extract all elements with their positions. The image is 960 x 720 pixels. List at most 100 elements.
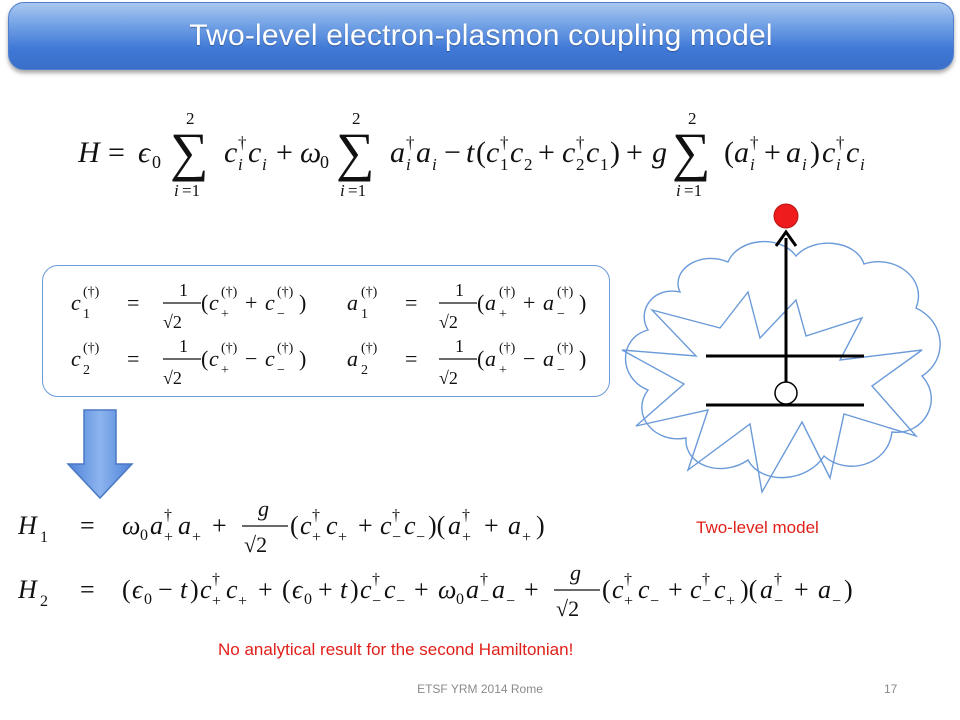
svg-text:+: +: [624, 593, 633, 610]
svg-text:c: c: [822, 136, 835, 169]
svg-text:−: −: [774, 593, 783, 610]
svg-text:−: −: [245, 346, 257, 371]
title-bar: Two-level electron-plasmon coupling mode…: [8, 2, 954, 70]
svg-text:a: a: [178, 511, 191, 540]
svg-text:=: =: [127, 290, 139, 315]
page-title: Two-level electron-plasmon coupling mode…: [189, 19, 773, 52]
svg-text:−: −: [277, 363, 285, 378]
svg-text:c: c: [612, 575, 624, 604]
svg-text:−: −: [480, 593, 489, 610]
svg-text:a: a: [485, 346, 496, 371]
svg-text:): ): [299, 290, 306, 315]
svg-text:a: a: [347, 346, 358, 371]
explosion-shape: [621, 290, 923, 495]
svg-text:1: 1: [179, 280, 188, 300]
svg-text:c: c: [714, 575, 726, 604]
svg-text:(†): (†): [277, 285, 294, 300]
svg-text:1: 1: [40, 529, 48, 546]
svg-text:√2: √2: [556, 596, 579, 621]
svg-text:+: +: [499, 363, 507, 378]
svg-text:1: 1: [500, 155, 509, 174]
svg-text:i: i: [750, 155, 755, 174]
diagram-caption: Two-level model: [696, 518, 819, 537]
svg-text:†: †: [750, 133, 759, 152]
svg-text:c: c: [638, 575, 650, 604]
svg-text:): ): [190, 575, 199, 604]
svg-text:0: 0: [304, 591, 312, 608]
svg-text:+: +: [221, 363, 229, 378]
svg-text:†: †: [774, 571, 782, 588]
electron-dot: [773, 203, 799, 229]
svg-text:−: −: [650, 593, 659, 610]
svg-text:): ): [610, 136, 620, 169]
svg-text:(: (: [602, 575, 611, 604]
svg-text:a: a: [760, 575, 773, 604]
svg-text:i: i: [432, 155, 437, 174]
svg-text:(†): (†): [277, 341, 294, 356]
svg-text:c: c: [226, 575, 238, 604]
svg-text:c: c: [486, 136, 499, 169]
svg-text:(†): (†): [557, 285, 574, 300]
svg-text:1: 1: [455, 336, 464, 356]
svg-text:=: =: [80, 511, 95, 540]
svg-text:√2: √2: [439, 368, 458, 388]
svg-text:ω: ω: [438, 575, 456, 604]
svg-text:i: i: [676, 181, 681, 200]
svg-text:1: 1: [361, 307, 368, 322]
svg-text:+: +: [276, 136, 293, 169]
svg-text:−: −: [506, 593, 515, 610]
svg-text:(†): (†): [499, 285, 516, 300]
svg-text:ω: ω: [300, 136, 321, 169]
svg-text:∑: ∑: [672, 122, 711, 182]
svg-text:c: c: [209, 290, 219, 315]
svg-text:(†): (†): [499, 341, 516, 356]
svg-text:a: a: [347, 290, 358, 315]
svg-text:H: H: [18, 575, 38, 604]
svg-text:+: +: [414, 575, 429, 604]
svg-text:ϵ: ϵ: [292, 575, 304, 604]
svg-text:a: a: [492, 575, 505, 604]
svg-text:−: −: [277, 307, 285, 322]
svg-text:√2: √2: [439, 312, 458, 332]
svg-text:c: c: [248, 136, 261, 169]
svg-text:+: +: [258, 575, 273, 604]
svg-text:a: a: [543, 346, 554, 371]
svg-text:i: i: [262, 155, 267, 174]
svg-text:−: −: [832, 593, 841, 610]
svg-text:a: a: [543, 290, 554, 315]
svg-text:i: i: [340, 181, 345, 200]
svg-text:+: +: [358, 511, 373, 540]
svg-text:†: †: [372, 571, 380, 588]
svg-text:+: +: [726, 593, 735, 610]
svg-text:2: 2: [576, 155, 585, 174]
svg-text:†: †: [576, 133, 585, 152]
svg-text:2: 2: [186, 109, 195, 128]
svg-text:c: c: [510, 136, 523, 169]
svg-text:1: 1: [600, 155, 609, 174]
note-text: No analytical result for the second Hami…: [218, 640, 574, 659]
svg-text:−: −: [702, 593, 711, 610]
svg-text:a: a: [150, 511, 163, 540]
svg-text:+: +: [523, 290, 535, 315]
transformation-equations: c(†)1 = 1 √2 ( c(†)+ + c(†)− ) a(†)1 = 1…: [71, 280, 586, 388]
svg-text:): ): [579, 346, 586, 371]
svg-text:c: c: [200, 575, 212, 604]
svg-text:+: +: [764, 136, 781, 169]
svg-text:(: (: [477, 346, 484, 371]
svg-text:(: (: [477, 290, 484, 315]
svg-text:†: †: [702, 571, 710, 588]
svg-text:+: +: [522, 529, 531, 546]
svg-text:†: †: [480, 571, 488, 588]
svg-text:−: −: [523, 346, 535, 371]
svg-text:−: −: [372, 593, 381, 610]
svg-text:t: t: [180, 575, 188, 604]
svg-text:+: +: [462, 529, 471, 546]
svg-text:+: +: [164, 529, 173, 546]
svg-text:a: a: [448, 511, 461, 540]
svg-text:c: c: [586, 136, 599, 169]
svg-text:+: +: [238, 593, 247, 610]
svg-text:a: a: [416, 136, 431, 169]
svg-text:=: =: [405, 346, 417, 371]
svg-text:i: i: [406, 155, 411, 174]
svg-text:(: (: [724, 136, 734, 169]
